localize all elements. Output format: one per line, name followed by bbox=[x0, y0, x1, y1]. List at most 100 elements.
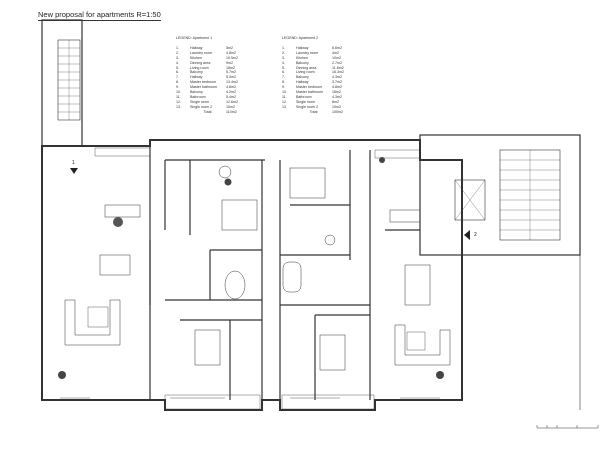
room-name: Laundry room bbox=[190, 50, 213, 55]
room-area: 5.4m2 bbox=[226, 94, 236, 99]
room-area: 4.3m2 bbox=[332, 75, 342, 80]
room-number: 8. bbox=[282, 80, 285, 85]
legend-row: 8. Master bedroom 13.4m2 bbox=[176, 80, 246, 85]
room-name: Kitchen bbox=[190, 55, 202, 60]
legend-heading: LEGEND: Apartment 2 bbox=[282, 36, 319, 40]
room-number: 3. bbox=[282, 55, 285, 60]
room-number: 12. bbox=[176, 99, 181, 104]
room-area: 4m2 bbox=[332, 50, 339, 55]
room-name: Laundry room bbox=[296, 50, 319, 55]
room-number: 7. bbox=[282, 75, 285, 80]
room-number: 10. bbox=[176, 90, 181, 95]
total-label: Total: bbox=[309, 109, 319, 114]
room-area: 11.6m2 bbox=[332, 65, 344, 70]
legend-row: 6. Balcony 5.7m2 bbox=[176, 70, 246, 75]
room-name: Bathroom bbox=[296, 94, 312, 99]
legend-row: 1. Hallway 6.6m2 bbox=[282, 46, 352, 51]
room-number: 12. bbox=[282, 99, 287, 104]
legend-row: 2. Laundry room 4m2 bbox=[282, 51, 352, 56]
legend-total-row: Total: 110m2 bbox=[176, 110, 246, 115]
entrance-arrow-2 bbox=[464, 230, 470, 240]
room-number: 8. bbox=[176, 80, 179, 85]
room-area: 16.3m2 bbox=[332, 70, 344, 75]
room-number: 2. bbox=[176, 50, 179, 55]
entrance-marker-2: 2 bbox=[474, 232, 477, 238]
room-number: 11. bbox=[282, 94, 287, 99]
legend-row: 5. Dinning area 11.6m2 bbox=[282, 66, 352, 71]
legend-row: 4. Dinning area 9m2 bbox=[176, 61, 246, 66]
legend-row: 6. Living room 16.3m2 bbox=[282, 70, 352, 75]
room-name: Dinning area bbox=[190, 60, 211, 65]
total-value: 100m2 bbox=[332, 109, 343, 114]
legend-total-row: Total: 100m2 bbox=[282, 110, 352, 115]
legend-row: 9. Master bathroom 4.8m2 bbox=[176, 85, 246, 90]
room-area: 4.3m2 bbox=[332, 94, 342, 99]
drawing-title: New proposal for apartments R=1:50 bbox=[38, 10, 161, 21]
room-number: 11. bbox=[176, 94, 181, 99]
total-value: 110m2 bbox=[226, 109, 237, 114]
room-name: Kitchen bbox=[296, 55, 308, 60]
legend-row: 1. Hallway 5m2 bbox=[176, 46, 246, 51]
room-number: 3. bbox=[176, 55, 179, 60]
room-number: 6. bbox=[282, 70, 285, 75]
legend-apartment-2: LEGEND: Apartment 2 1. Hallway 6.6m2 2. Laun… bbox=[282, 36, 352, 115]
room-name: Hallway bbox=[296, 45, 309, 50]
room-number: 1. bbox=[176, 45, 179, 50]
room-number: 4. bbox=[176, 60, 179, 65]
entrance-marker-1: 1 bbox=[72, 160, 75, 166]
room-area: 6.6m2 bbox=[332, 45, 342, 50]
room-number: 1. bbox=[282, 45, 285, 50]
room-number: 5. bbox=[176, 65, 179, 70]
room-area: 4.8m2 bbox=[226, 85, 236, 90]
room-number: 5. bbox=[282, 65, 285, 70]
entrance-arrow-1 bbox=[70, 168, 78, 174]
legend-row: 3. Kitchen 10.5m2 bbox=[176, 56, 246, 61]
room-area: 3.7m2 bbox=[332, 80, 342, 85]
scale-bar bbox=[536, 425, 599, 429]
room-area: 10m2 bbox=[226, 104, 235, 109]
room-number: 10. bbox=[282, 90, 287, 95]
legend-apartment-1: LEGEND: Apartment 1 1. Hallway 5m2 2. Laundr… bbox=[176, 36, 246, 115]
room-area: 4.8m2 bbox=[226, 50, 236, 55]
room-name: Single room 2 bbox=[296, 104, 319, 109]
room-name: Master bathroom bbox=[190, 85, 218, 90]
room-number: 9. bbox=[282, 85, 285, 90]
room-area: 8m2 bbox=[332, 99, 339, 104]
stairwell-left bbox=[41, 19, 83, 147]
room-area: 10m2 bbox=[332, 104, 341, 109]
room-name: Living room bbox=[296, 70, 315, 75]
room-name: Balcony bbox=[190, 70, 203, 75]
total-label: Total: bbox=[203, 109, 213, 114]
room-area: 9m2 bbox=[226, 60, 233, 65]
legend-row: 11. Bathroom 4.3m2 bbox=[282, 95, 352, 100]
room-name: Living room bbox=[190, 65, 209, 70]
room-area: 13.4m2 bbox=[226, 80, 238, 85]
legend-heading: LEGEND: Apartment 1 bbox=[176, 36, 213, 40]
room-name: Bathroom bbox=[190, 94, 206, 99]
room-number: 4. bbox=[282, 60, 285, 65]
room-area: 5.7m2 bbox=[226, 70, 236, 75]
room-name: Hallway bbox=[190, 45, 203, 50]
room-name: Single room bbox=[190, 99, 210, 104]
room-name: Master bathroom bbox=[296, 90, 324, 95]
room-number: 9. bbox=[176, 85, 179, 90]
room-number: 13. bbox=[282, 104, 287, 109]
room-name: Master bedroom bbox=[190, 80, 217, 85]
room-area: 5m2 bbox=[226, 45, 233, 50]
room-name: Balcony bbox=[190, 90, 203, 95]
room-name: Balcony bbox=[296, 60, 309, 65]
room-name: Dinning area bbox=[296, 65, 317, 70]
room-area: 10m2 bbox=[332, 55, 341, 60]
room-area: 10.5m2 bbox=[226, 55, 238, 60]
room-number: 6. bbox=[176, 70, 179, 75]
room-number: 2. bbox=[282, 50, 285, 55]
